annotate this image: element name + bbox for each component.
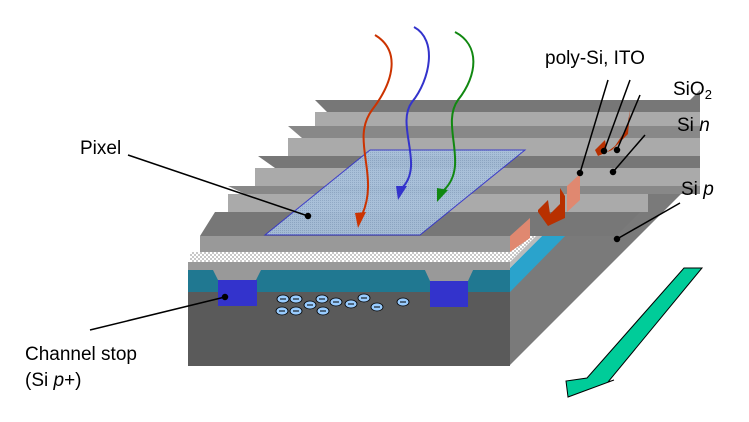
sio2-front — [188, 262, 510, 270]
electron — [289, 306, 303, 316]
sio2-label: SiO2 — [673, 79, 712, 102]
pixel-label: Pixel — [80, 138, 121, 159]
red-arrowhead — [355, 212, 366, 228]
charge-transfer-arrow — [565, 267, 704, 398]
electron — [276, 294, 290, 304]
channel-stop-left — [218, 280, 257, 306]
si-p-label: Si p — [681, 179, 714, 200]
electron — [303, 300, 317, 310]
oxide-wedge-left — [212, 268, 262, 280]
electron — [344, 299, 358, 309]
green-arrowhead — [437, 188, 448, 202]
electron — [396, 297, 410, 307]
electrode-edges — [510, 110, 630, 252]
green-light-ray — [443, 31, 475, 191]
blue-arrowhead — [396, 186, 407, 200]
channel-stop-label: Channel stop — [25, 344, 137, 365]
blue-light-ray — [401, 26, 430, 189]
electron — [275, 306, 289, 316]
electron — [316, 306, 330, 316]
red-light-ray — [361, 34, 393, 216]
leader-lines — [89, 79, 681, 331]
poly-si-ito-label: poly-Si, ITO — [545, 48, 645, 69]
electron — [370, 302, 384, 312]
electron — [329, 297, 343, 307]
electrons — [275, 293, 410, 316]
electron — [289, 294, 303, 304]
pixel-area — [263, 149, 527, 236]
channel-stop-right — [430, 281, 468, 307]
light-rays — [355, 26, 475, 228]
channel-stop-sublabel: (Si p+) — [25, 370, 82, 391]
sio2-dotted-top — [190, 252, 510, 262]
oxide-wedge-right — [424, 268, 474, 281]
si-n-label: Si n — [677, 115, 710, 136]
electron — [357, 293, 371, 303]
electron — [315, 294, 329, 304]
